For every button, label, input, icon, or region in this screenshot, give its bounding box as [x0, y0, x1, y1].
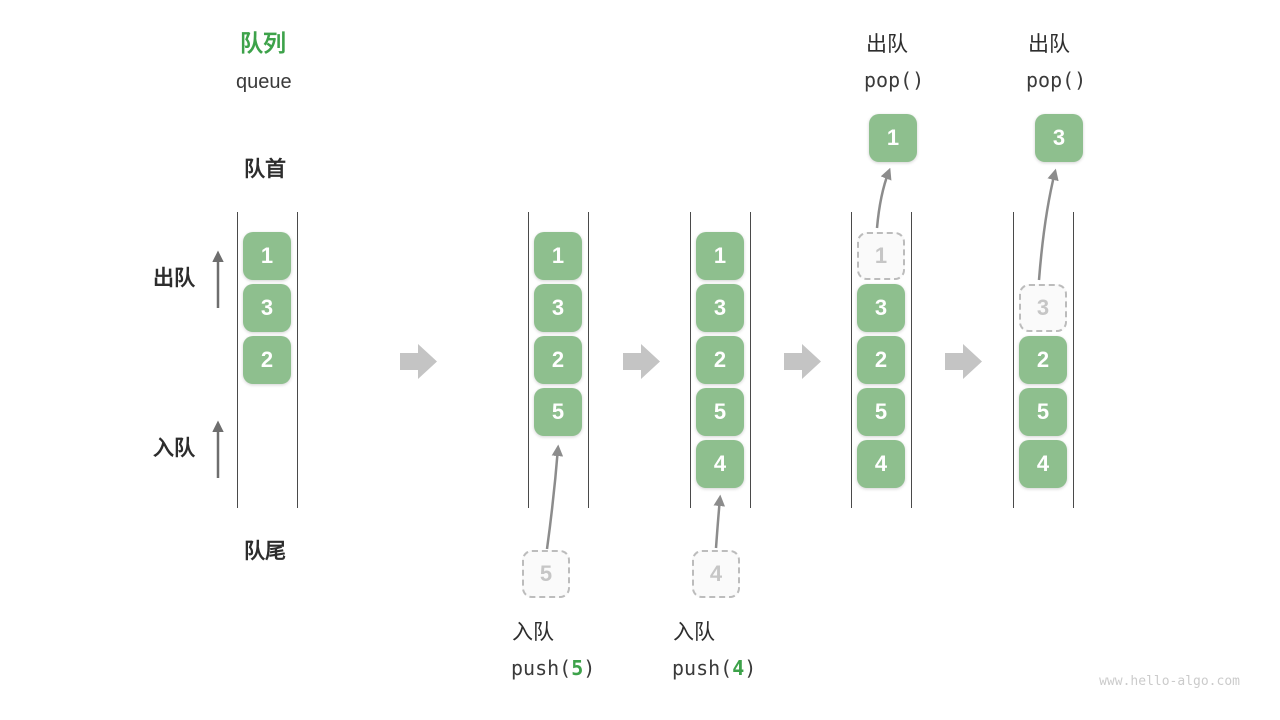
queue-cell: 4 — [696, 440, 744, 488]
push-operation-label-1: 入队 — [512, 621, 554, 644]
popped-cell: 1 — [869, 114, 917, 162]
popped-cell: 3 — [1035, 114, 1083, 162]
queue-cell: 3 — [534, 284, 582, 332]
queue-column-2: 1 3 2 5 — [528, 212, 589, 508]
push-code-close: ) — [583, 656, 596, 680]
queue-rear-label: 队尾 — [244, 540, 286, 563]
removed-ghost-cell: 1 — [857, 232, 905, 280]
step-arrow-icon-1 — [400, 344, 437, 379]
dequeue-side-label: 出队 — [153, 267, 195, 290]
queue-cell: 3 — [696, 284, 744, 332]
incoming-ghost-cell: 5 — [522, 550, 570, 598]
pop-operation-label-1: 出队 — [866, 33, 908, 56]
queue-cell: 2 — [1019, 336, 1067, 384]
figure-subtitle: queue — [236, 71, 292, 93]
queue-cell: 5 — [857, 388, 905, 436]
push-code-arg: 4 — [732, 656, 745, 680]
pop-operation-label-2: 出队 — [1028, 33, 1070, 56]
removed-ghost-cell: 3 — [1019, 284, 1067, 332]
pop-code-2: pop() — [1026, 68, 1087, 92]
queue-cell: 3 — [243, 284, 291, 332]
step-arrow-icon-3 — [784, 344, 821, 379]
queue-cell: 2 — [243, 336, 291, 384]
queue-cell: 1 — [696, 232, 744, 280]
queue-column-1: 1 3 2 — [237, 212, 298, 508]
push-code-fn: push( — [672, 656, 733, 680]
queue-cell: 3 — [857, 284, 905, 332]
watermark: www.hello-algo.com — [1099, 674, 1240, 689]
push-code-fn: push( — [511, 656, 572, 680]
queue-cell: 5 — [696, 388, 744, 436]
queue-cell: 5 — [534, 388, 582, 436]
queue-cell: 5 — [1019, 388, 1067, 436]
queue-cell: 2 — [534, 336, 582, 384]
queue-cell: 1 — [243, 232, 291, 280]
queue-column-4: 1 3 2 5 4 — [851, 212, 912, 508]
queue-cell: 2 — [857, 336, 905, 384]
queue-cell: 4 — [1019, 440, 1067, 488]
queue-cell: 4 — [857, 440, 905, 488]
push-code-2: push(4) — [672, 656, 756, 680]
queue-column-5: 3 2 5 4 — [1013, 212, 1074, 508]
figure-title: 队列 — [240, 30, 286, 56]
step-arrow-icon-2 — [623, 344, 660, 379]
incoming-ghost-cell: 4 — [692, 550, 740, 598]
queue-cell: 1 — [534, 232, 582, 280]
step-arrow-icon-4 — [945, 344, 982, 379]
push-code-1: push(5) — [511, 656, 595, 680]
queue-front-label: 队首 — [244, 158, 286, 181]
push-operation-label-2: 入队 — [673, 621, 715, 644]
enqueue-side-label: 入队 — [153, 437, 195, 460]
queue-column-3: 1 3 2 5 4 — [690, 212, 751, 508]
push-code-arg: 5 — [571, 656, 584, 680]
push-code-close: ) — [744, 656, 757, 680]
queue-cell: 2 — [696, 336, 744, 384]
pop-code-1: pop() — [864, 68, 925, 92]
